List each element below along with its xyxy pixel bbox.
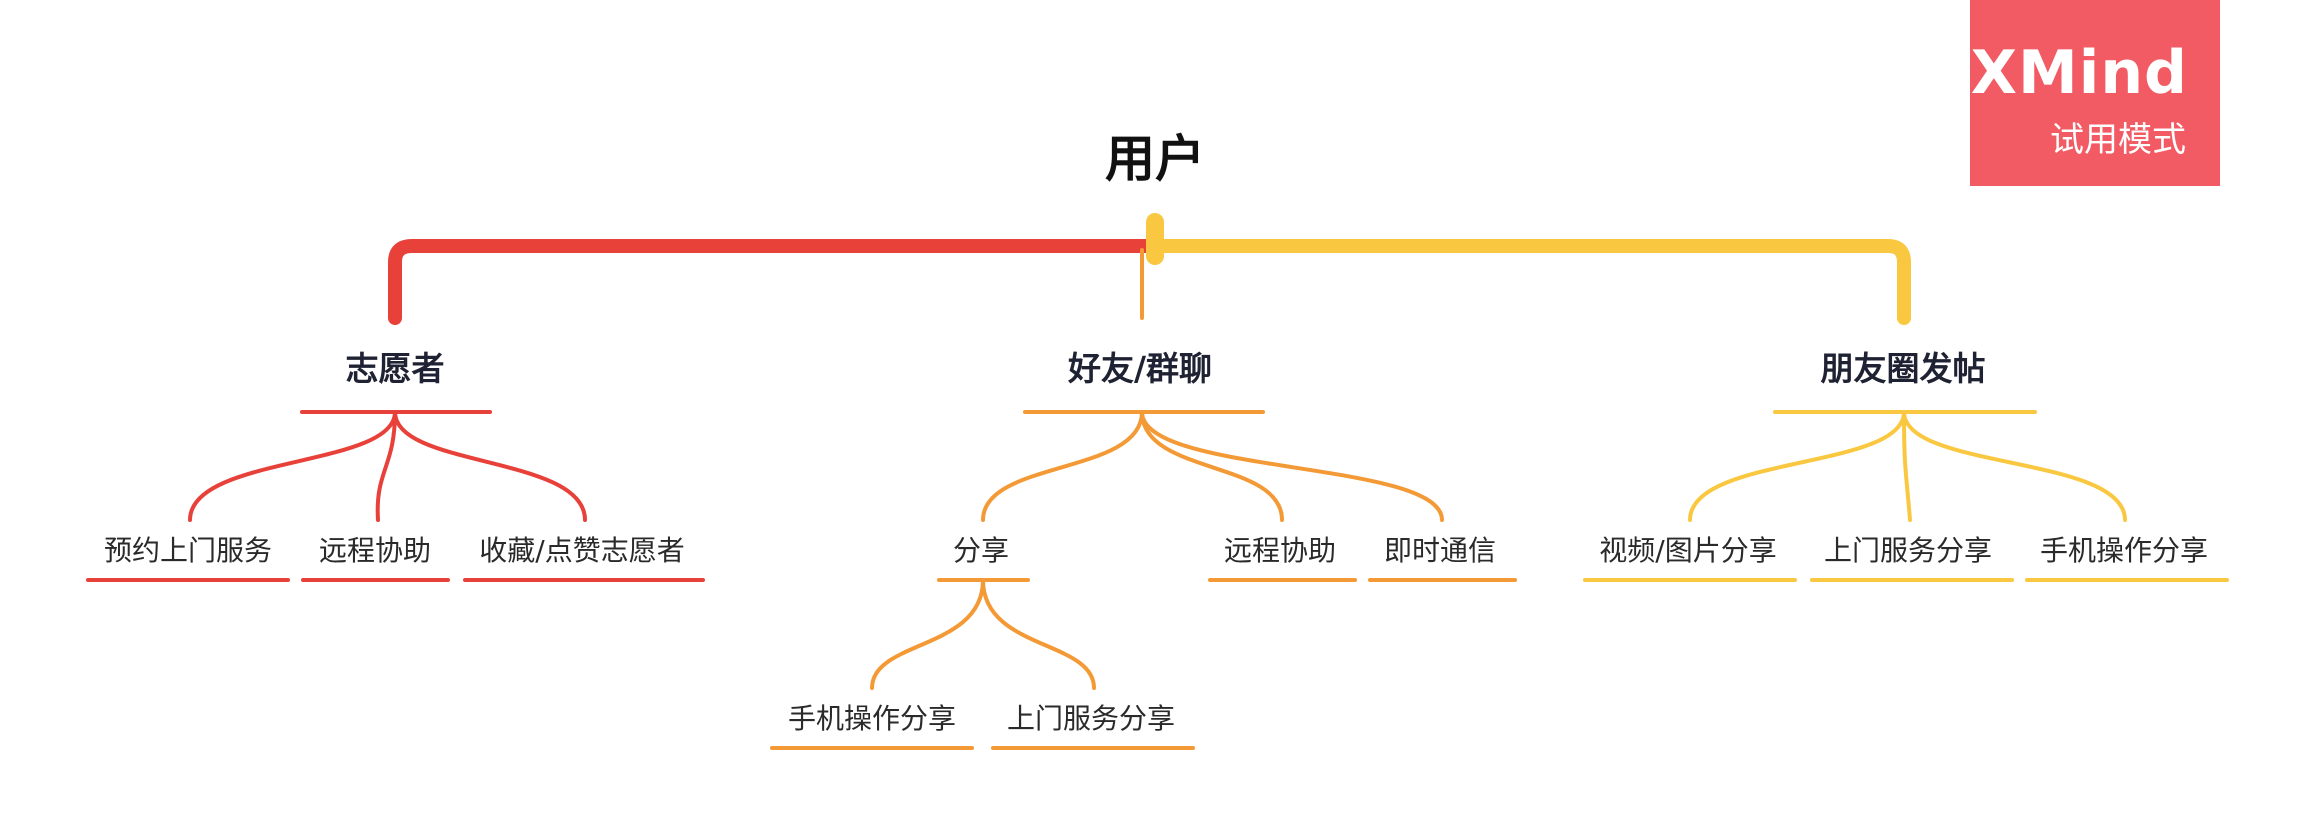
subtopic-book-home-service[interactable]: 预约上门服务 (103, 534, 273, 567)
subtopic-phone-operation-share[interactable]: 手机操作分享 (2039, 534, 2209, 567)
root-connector-yellow (1148, 239, 1911, 325)
edge-moments-video (1688, 410, 1906, 522)
root-connector-red (388, 239, 1162, 325)
xmind-logo-text: XMind (1970, 38, 2188, 108)
edge-friends-im (1140, 410, 1444, 522)
edge-share-phone (870, 578, 985, 690)
branch-topic-volunteers[interactable]: 志愿者 (345, 349, 445, 388)
branch-topic-moments-post[interactable]: 朋友圈发帖 (1820, 349, 1986, 388)
branch-topic-friends-groups[interactable]: 好友/群聊 (1067, 349, 1213, 388)
edge-friends-share (981, 410, 1144, 522)
subtopic-remote-assist[interactable]: 远程协助 (1223, 534, 1337, 567)
edge-volunteers-remote (375, 410, 397, 522)
subtopic-home-service-share[interactable]: 上门服务分享 (1006, 702, 1176, 735)
subtopic-phone-operation-share[interactable]: 手机操作分享 (787, 702, 957, 735)
root-topic[interactable]: 用户 (1105, 130, 1205, 188)
edge-volunteers-favorite (393, 410, 587, 522)
subtopic-share[interactable]: 分享 (952, 534, 1010, 567)
edge-volunteers-booking (188, 410, 397, 522)
subtopic-remote-assist[interactable]: 远程协助 (318, 534, 432, 567)
edge-share-home (981, 578, 1096, 690)
subtopic-instant-messaging[interactable]: 即时通信 (1383, 534, 1497, 567)
trial-watermark-badge: XMind 试用模式 (1970, 0, 2220, 186)
subtopic-home-service-share[interactable]: 上门服务分享 (1823, 534, 1993, 567)
trial-mode-label: 试用模式 (2050, 120, 2186, 160)
subtopic-favorite-like-volunteer[interactable]: 收藏/点赞志愿者 (479, 534, 685, 567)
subtopic-video-image-share[interactable]: 视频/图片分享 (1599, 534, 1777, 567)
edge-moments-home (1902, 410, 1912, 522)
edge-friends-remote (1140, 410, 1284, 522)
edge-moments-phone (1902, 410, 2127, 522)
